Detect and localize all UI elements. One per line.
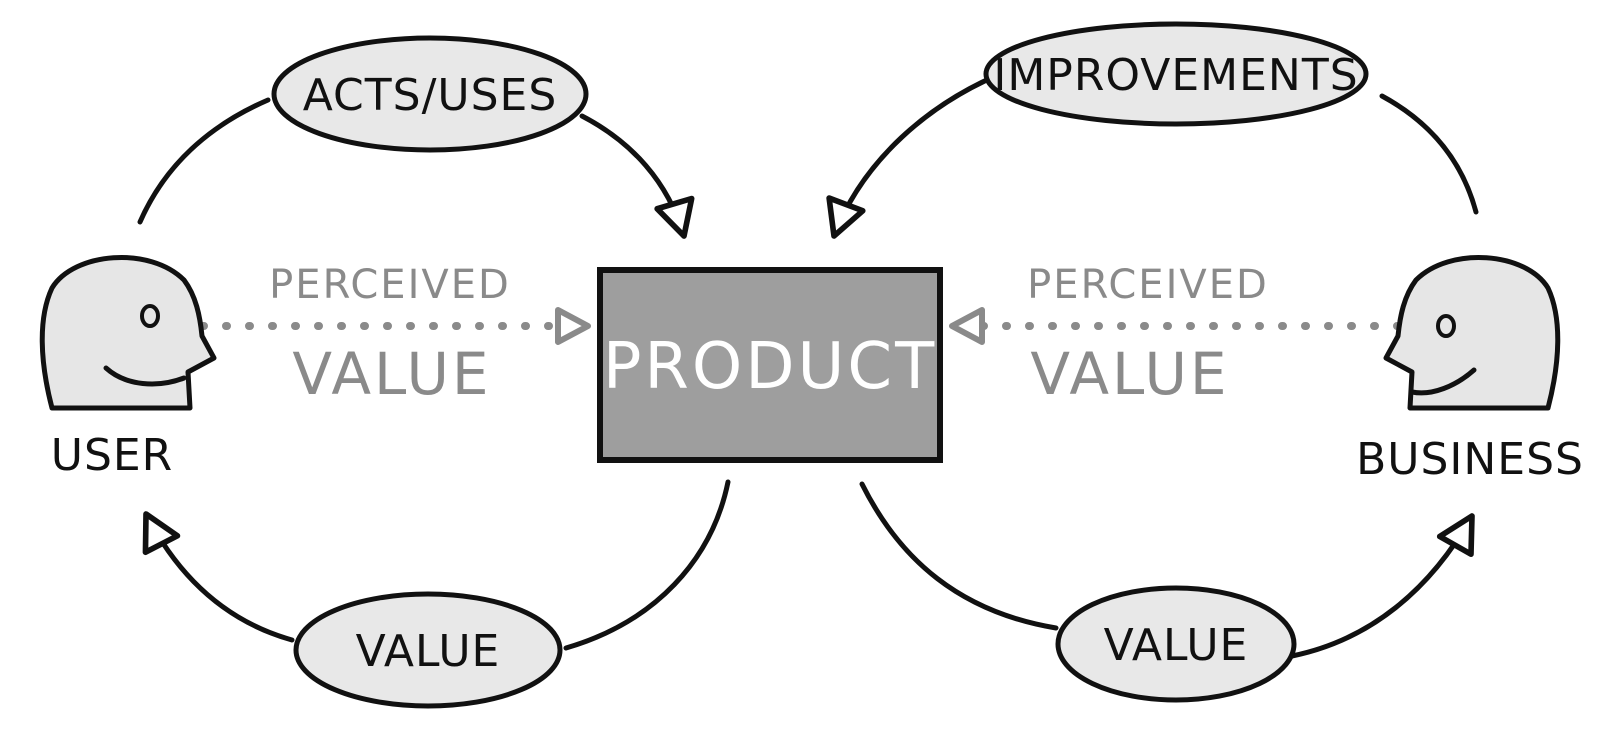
business-label: BUSINESS: [1356, 434, 1584, 485]
value-to-business-arrow: [1289, 513, 1475, 659]
value-right-label: VALUE: [1104, 620, 1249, 671]
value-to-user-arrow: [142, 511, 295, 643]
user-head-icon: [39, 255, 217, 411]
user-to-acts-arc: [137, 97, 271, 225]
value-left-node: VALUE: [293, 591, 563, 709]
value-right-node: VALUE: [1055, 585, 1297, 703]
perceived-right-line2: VALUE: [1030, 340, 1229, 408]
value-left-label: VALUE: [356, 626, 501, 677]
product-to-value-right-arc: [859, 481, 1059, 631]
perceived-right-line1: PERCEIVED: [1027, 262, 1269, 308]
perceived-left-line1: PERCEIVED: [269, 262, 511, 308]
perceived-value-left: PERCEIVED VALUE: [269, 262, 511, 408]
acts-to-product-arrow: [579, 113, 695, 239]
product-label: PRODUCT: [603, 330, 937, 404]
improvements-node: IMPROVEMENTS: [983, 21, 1369, 127]
business-head-icon: [1383, 255, 1561, 411]
perceived-left-line2: VALUE: [292, 340, 491, 408]
perceived-value-right: PERCEIVED VALUE: [1027, 262, 1269, 408]
acts-uses-label: ACTS/USES: [303, 70, 558, 121]
product-node: PRODUCT: [597, 267, 943, 463]
user-label: USER: [51, 430, 174, 481]
product-to-value-arc: [563, 479, 731, 651]
improvements-label: IMPROVEMENTS: [993, 50, 1358, 101]
acts-uses-node: ACTS/USES: [271, 35, 589, 153]
improvements-to-product-arrow: [826, 67, 1013, 239]
business-to-improvements-arc: [1379, 93, 1479, 215]
